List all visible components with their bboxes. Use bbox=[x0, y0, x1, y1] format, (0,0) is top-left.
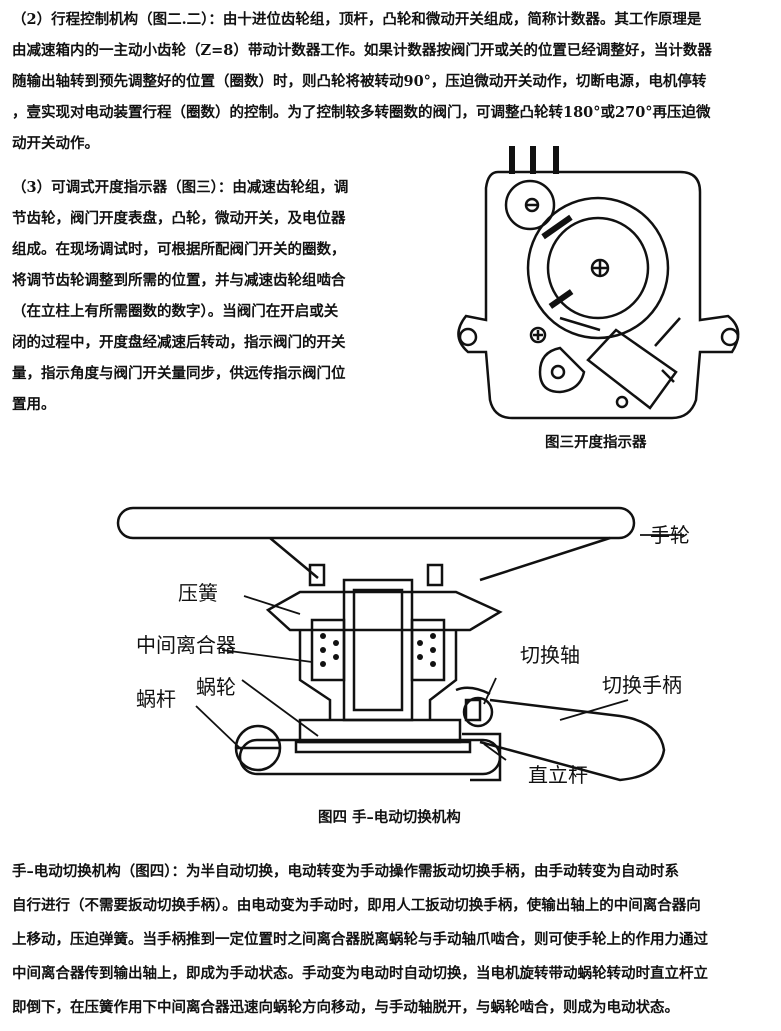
text-line: 即倒下，在压簧作用下中间离合器迅速向蜗轮方向移动，与手动轴脱开，与蜗轮啮合，则成… bbox=[12, 999, 679, 1016]
label-handwheel: 手轮 bbox=[650, 523, 690, 547]
text-line: 组成。在现场调试时，可根据所配阀门开关的圈数， bbox=[12, 241, 346, 258]
paragraph-opening-indicator: （3）可调式开度指示器（图三）：由减速齿轮组，调 节齿轮，阀门开度表盘，凸轮，微… bbox=[12, 172, 384, 420]
label-switch-handle: 切换手柄 bbox=[602, 673, 682, 697]
label-switch-shaft: 切换轴 bbox=[520, 643, 580, 667]
label-upright-rod: 直立杆 bbox=[528, 763, 588, 787]
text-line: 中间离合器传到输出轴上，即成为手动状态。手动变为电动时自动切换，当电机旋转带动蜗… bbox=[12, 965, 708, 982]
text-line: 自行进行（不需要扳动切换手柄）。由电动变为手动时，即用人工扳动切换手柄，使输出轴… bbox=[12, 897, 701, 914]
label-clutch: 中间离合器 bbox=[136, 633, 236, 657]
figure-3-indicator-drawing bbox=[457, 146, 740, 420]
text-line: 随输出轴转到预先调整好的位置（圈数）时，则凸轮将被转动90°，压迫微动开关动作，… bbox=[12, 73, 707, 90]
paragraph-travel-control: （2）行程控制机构（图二.二）：由十进位齿轮组，顶杆，凸轮和微动开关组成，简称计… bbox=[12, 4, 772, 159]
text-line: 节齿轮，阀门开度表盘，凸轮，微动开关，及电位器 bbox=[12, 210, 346, 227]
text-line: 由减速箱内的一主动小齿轮（Z=8）带动计数器工作。如果计数器按阀门开或关的位置已… bbox=[12, 42, 712, 59]
label-worm: 蜗杆 bbox=[136, 687, 176, 711]
text-line: 量，指示角度与阀门开关量同步，供远传指示阀门位 bbox=[12, 365, 346, 382]
text-line: （在立柱上有所需圈数的数字）。当阀门在开启或关 bbox=[12, 303, 339, 320]
paragraph-hand-electric-switch: 手–电动切换机构（图四）：为半自动切换，电动转变为手动操作需扳动切换手柄，由手动… bbox=[12, 855, 774, 1025]
text-line: ，壹实现对电动装置行程（圈数）的控制。为了控制较多转圈数的阀门，可调整凸轮转18… bbox=[12, 104, 711, 121]
label-spring: 压簧 bbox=[178, 581, 218, 605]
figure-4-caption: 图四 手–电动切换机构 bbox=[318, 809, 461, 826]
text-line: 手–电动切换机构（图四）：为半自动切换，电动转变为手动操作需扳动切换手柄，由手动… bbox=[12, 863, 679, 880]
label-worm-wheel: 蜗轮 bbox=[196, 675, 236, 699]
figure-3-caption: 图三开度指示器 bbox=[545, 434, 647, 451]
text-line: 上移动，压迫弹簧。当手柄推到一定位置时之间离合器脱离蜗轮与手动轴爪啮合，则可使手… bbox=[12, 931, 708, 948]
text-line: 将调节齿轮调整到所需的位置，并与减速齿轮组啮合 bbox=[12, 272, 346, 289]
text-line: 动开关动作。 bbox=[12, 135, 99, 152]
text-line: （2）行程控制机构（图二.二）：由十进位齿轮组，顶杆，凸轮和微动开关组成，简称计… bbox=[12, 11, 702, 28]
text-line: （3）可调式开度指示器（图三）：由减速齿轮组，调 bbox=[12, 179, 349, 196]
figure-4-switch-mechanism-drawing: 手轮 压簧 中间离合器 切换轴 切换手柄 蜗轮 蜗杆 直立杆 bbox=[116, 506, 690, 787]
text-line: 闭的过程中，开度盘经减速后转动，指示阀门的开关 bbox=[12, 334, 346, 351]
text-line: 置用。 bbox=[12, 396, 56, 413]
